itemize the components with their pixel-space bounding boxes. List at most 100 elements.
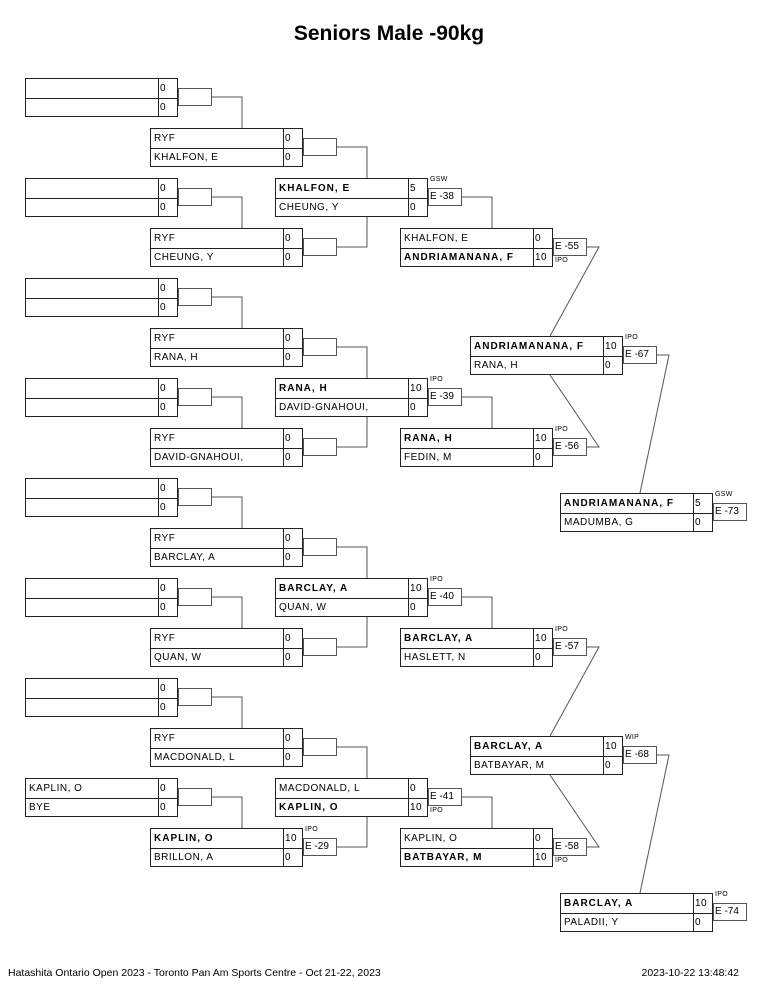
competitor-score: 0 bbox=[533, 829, 552, 848]
connector-line bbox=[462, 596, 493, 628]
competitor-row-bottom[interactable]: 0 bbox=[26, 498, 177, 516]
competitor-row-top[interactable]: 0 bbox=[26, 79, 177, 99]
connector-line bbox=[212, 96, 243, 128]
connector-line bbox=[639, 754, 670, 894]
competitor-row-bottom[interactable]: DAVID-GNAHOUI,0 bbox=[276, 398, 427, 416]
competitor-row-top[interactable]: 0 bbox=[26, 379, 177, 399]
competitor-score: 0 bbox=[158, 598, 177, 616]
connector-line bbox=[462, 196, 493, 228]
competitor-score: 0 bbox=[158, 798, 177, 816]
competitor-row-bottom[interactable]: 0 bbox=[26, 198, 177, 216]
match-number-label: E -74 bbox=[713, 903, 747, 921]
competitor-row-top[interactable]: 0 bbox=[26, 179, 177, 199]
competitor-row-bottom[interactable]: 0 bbox=[26, 398, 177, 416]
competitor-row-top[interactable]: 0 bbox=[26, 679, 177, 699]
competitor-row-bottom[interactable]: 0 bbox=[26, 698, 177, 716]
competitor-name: BARCLAY, A bbox=[564, 898, 634, 909]
competitor-row-bottom[interactable]: DAVID-GNAHOUI,0 bbox=[151, 448, 302, 466]
competitor-name: DAVID-GNAHOUI, bbox=[154, 452, 244, 463]
competitor-row-top[interactable]: 0 bbox=[26, 279, 177, 299]
competitor-row-top[interactable]: 0 bbox=[26, 479, 177, 499]
competitor-row-bottom[interactable]: 0 bbox=[26, 98, 177, 116]
competitor-row-bottom[interactable]: 0 bbox=[26, 298, 177, 316]
competitor-row-bottom[interactable]: 0 bbox=[26, 598, 177, 616]
competitor-score: 0 bbox=[158, 479, 177, 498]
competitor-score: 5 bbox=[693, 494, 712, 513]
win-type-tag: IPO bbox=[555, 257, 568, 264]
competitor-row-top[interactable]: 0 bbox=[26, 579, 177, 599]
competitor-name: BATBAYAR, M bbox=[404, 852, 483, 863]
match-number-label: E -41 bbox=[428, 788, 462, 806]
win-type-tag: IPO bbox=[625, 334, 638, 341]
